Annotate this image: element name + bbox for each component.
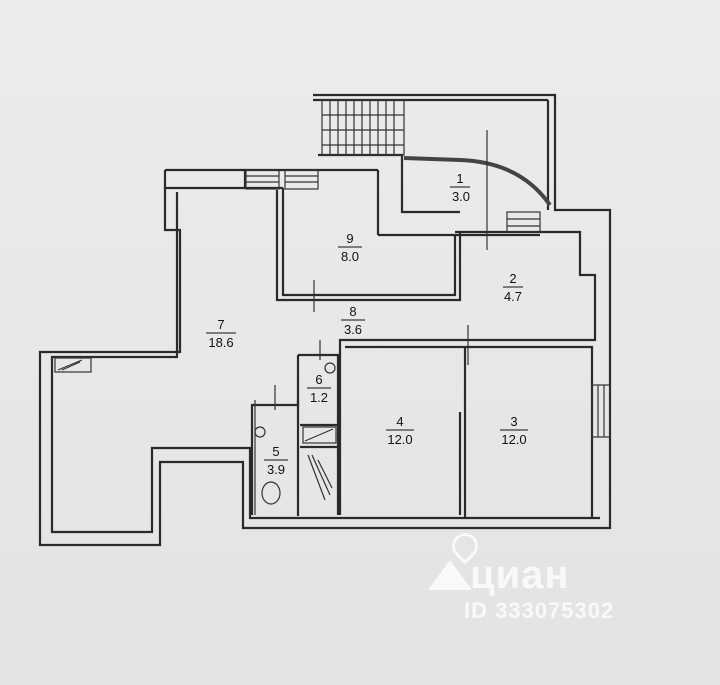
room-number: 2 [509, 271, 516, 286]
room-label-9: 9 8.0 [338, 231, 362, 264]
room-label-2: 2 4.7 [503, 271, 523, 304]
room-number: 7 [217, 317, 224, 332]
door-markers [274, 130, 488, 410]
room-number: 6 [315, 372, 322, 387]
watermark-brand: циан [470, 553, 570, 597]
room-area: 12.0 [501, 432, 526, 447]
room-area: 3.0 [452, 189, 470, 204]
room-area: 12.0 [387, 432, 412, 447]
room-area: 8.0 [341, 249, 359, 264]
room-number: 5 [272, 444, 279, 459]
room-label-1: 1 3.0 [450, 171, 470, 204]
room-number: 1 [456, 171, 463, 186]
watermark-arrow-icon [428, 560, 472, 590]
room-area: 18.6 [208, 335, 233, 350]
room-number: 4 [396, 414, 403, 429]
room-area: 3.9 [267, 462, 285, 477]
outer-walls [38, 93, 612, 547]
room-label-5: 5 3.9 [264, 444, 288, 477]
room-number: 3 [510, 414, 517, 429]
room-label-3: 3 12.0 [500, 414, 528, 447]
room-number: 8 [349, 304, 356, 319]
room-label-4: 4 12.0 [386, 414, 414, 447]
room-area: 4.7 [504, 289, 522, 304]
room-area: 3.6 [344, 322, 362, 337]
watermark-id: ID 333075302 [464, 598, 615, 623]
room-label-6: 6 1.2 [307, 372, 331, 405]
room-number: 9 [346, 231, 353, 246]
balcony-hatching [321, 99, 552, 207]
windows [245, 169, 611, 438]
interior-walls [250, 188, 597, 518]
room-area: 1.2 [310, 390, 328, 405]
sanitary-fixtures [54, 357, 337, 505]
room-label-8: 8 3.6 [341, 304, 365, 337]
room-label-7: 7 18.6 [206, 317, 236, 350]
